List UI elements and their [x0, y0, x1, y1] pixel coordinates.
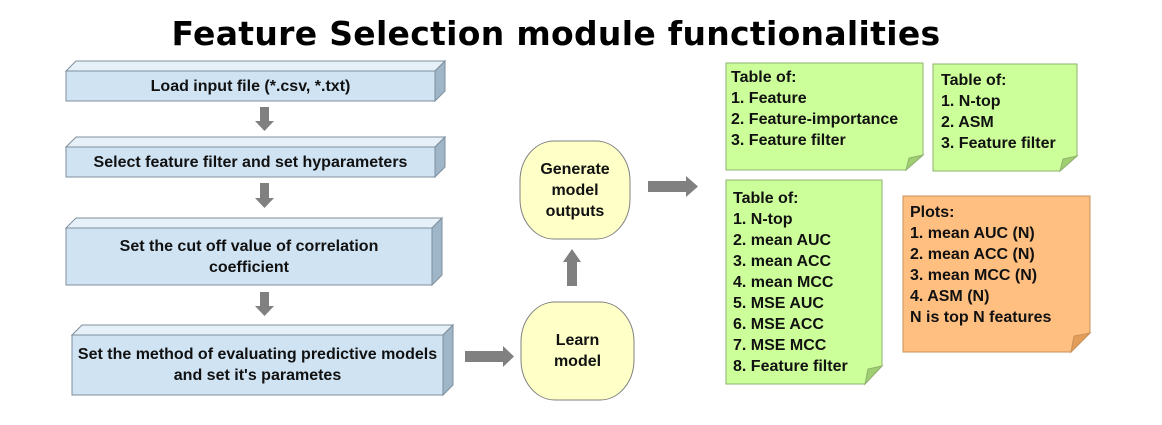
note-item: N is top N features — [910, 309, 1052, 326]
note-item: 2. ASM — [941, 114, 994, 131]
note-heading: Table of: — [733, 190, 799, 207]
note-heading: Table of: — [941, 72, 1007, 89]
note-item: 2. Feature-importance — [731, 111, 899, 128]
down-arrow-2 — [255, 183, 274, 208]
note-item: 3. mean ACC — [733, 253, 832, 270]
up-arrow-generate — [563, 249, 581, 286]
note-item: 4. mean MCC — [733, 274, 834, 291]
note-item: 2. mean ACC (N) — [910, 246, 1035, 263]
note-item: 1. Feature — [731, 90, 807, 107]
step-2-label: Select feature filter and set hyparamete… — [93, 153, 408, 171]
right-arrow-outputs — [648, 176, 698, 197]
generate-outputs-node — [519, 140, 631, 240]
note-item: 3. Feature filter — [941, 135, 1056, 152]
note-metrics-table — [725, 179, 884, 386]
note-item: 8. Feature filter — [733, 358, 848, 375]
note-item: 1. N-top — [941, 93, 1001, 110]
note-item: 4. ASM (N) — [910, 288, 990, 305]
note-item: 1. N-top — [733, 211, 793, 228]
learn-model-node — [520, 301, 635, 401]
note-metrics-table-text: Table of: 1. N-top 2. mean AUC 3. mean A… — [733, 188, 848, 377]
note-ntop-table-text: Table of: 1. N-top 2. ASM 3. Feature fil… — [941, 70, 1056, 154]
note-item: 1. mean AUC (N) — [910, 225, 1035, 242]
page-title: Feature Selection module functionalities — [171, 14, 941, 53]
step-box-2 — [64, 135, 447, 179]
note-item: 6. MSE ACC — [733, 316, 824, 333]
step-3-label: Set the cut off value of correlation coe… — [119, 237, 379, 276]
note-plots-text: Plots: 1. mean AUC (N) 2. mean ACC (N) 3… — [910, 202, 1051, 328]
right-arrow-learn — [465, 346, 514, 367]
generate-outputs-label: Generate model outputs — [540, 160, 610, 220]
note-feature-table — [725, 62, 925, 172]
down-arrow-3 — [255, 292, 274, 316]
note-heading: Plots: — [910, 204, 955, 221]
step-box-4 — [70, 323, 455, 397]
step-4-label: Set the method of evaluating predictive … — [77, 346, 438, 384]
note-heading: Table of: — [731, 69, 797, 86]
note-feature-table-text: Table of: 1. Feature 2. Feature-importan… — [731, 67, 898, 151]
note-ntop-table — [932, 63, 1079, 173]
note-item: 5. MSE AUC — [733, 295, 824, 312]
note-item: 3. Feature filter — [731, 132, 846, 149]
note-plots — [902, 195, 1092, 354]
learn-model-label: Learn model — [553, 332, 602, 370]
down-arrow-1 — [255, 107, 274, 131]
step-box-1 — [64, 59, 447, 103]
step-box-3 — [64, 216, 444, 287]
note-item: 3. mean MCC (N) — [910, 267, 1038, 284]
step-1-label: Load input file (*.csv, *.txt) — [150, 77, 351, 95]
note-item: 2. mean AUC — [733, 232, 832, 249]
note-item: 7. MSE MCC — [733, 337, 827, 354]
